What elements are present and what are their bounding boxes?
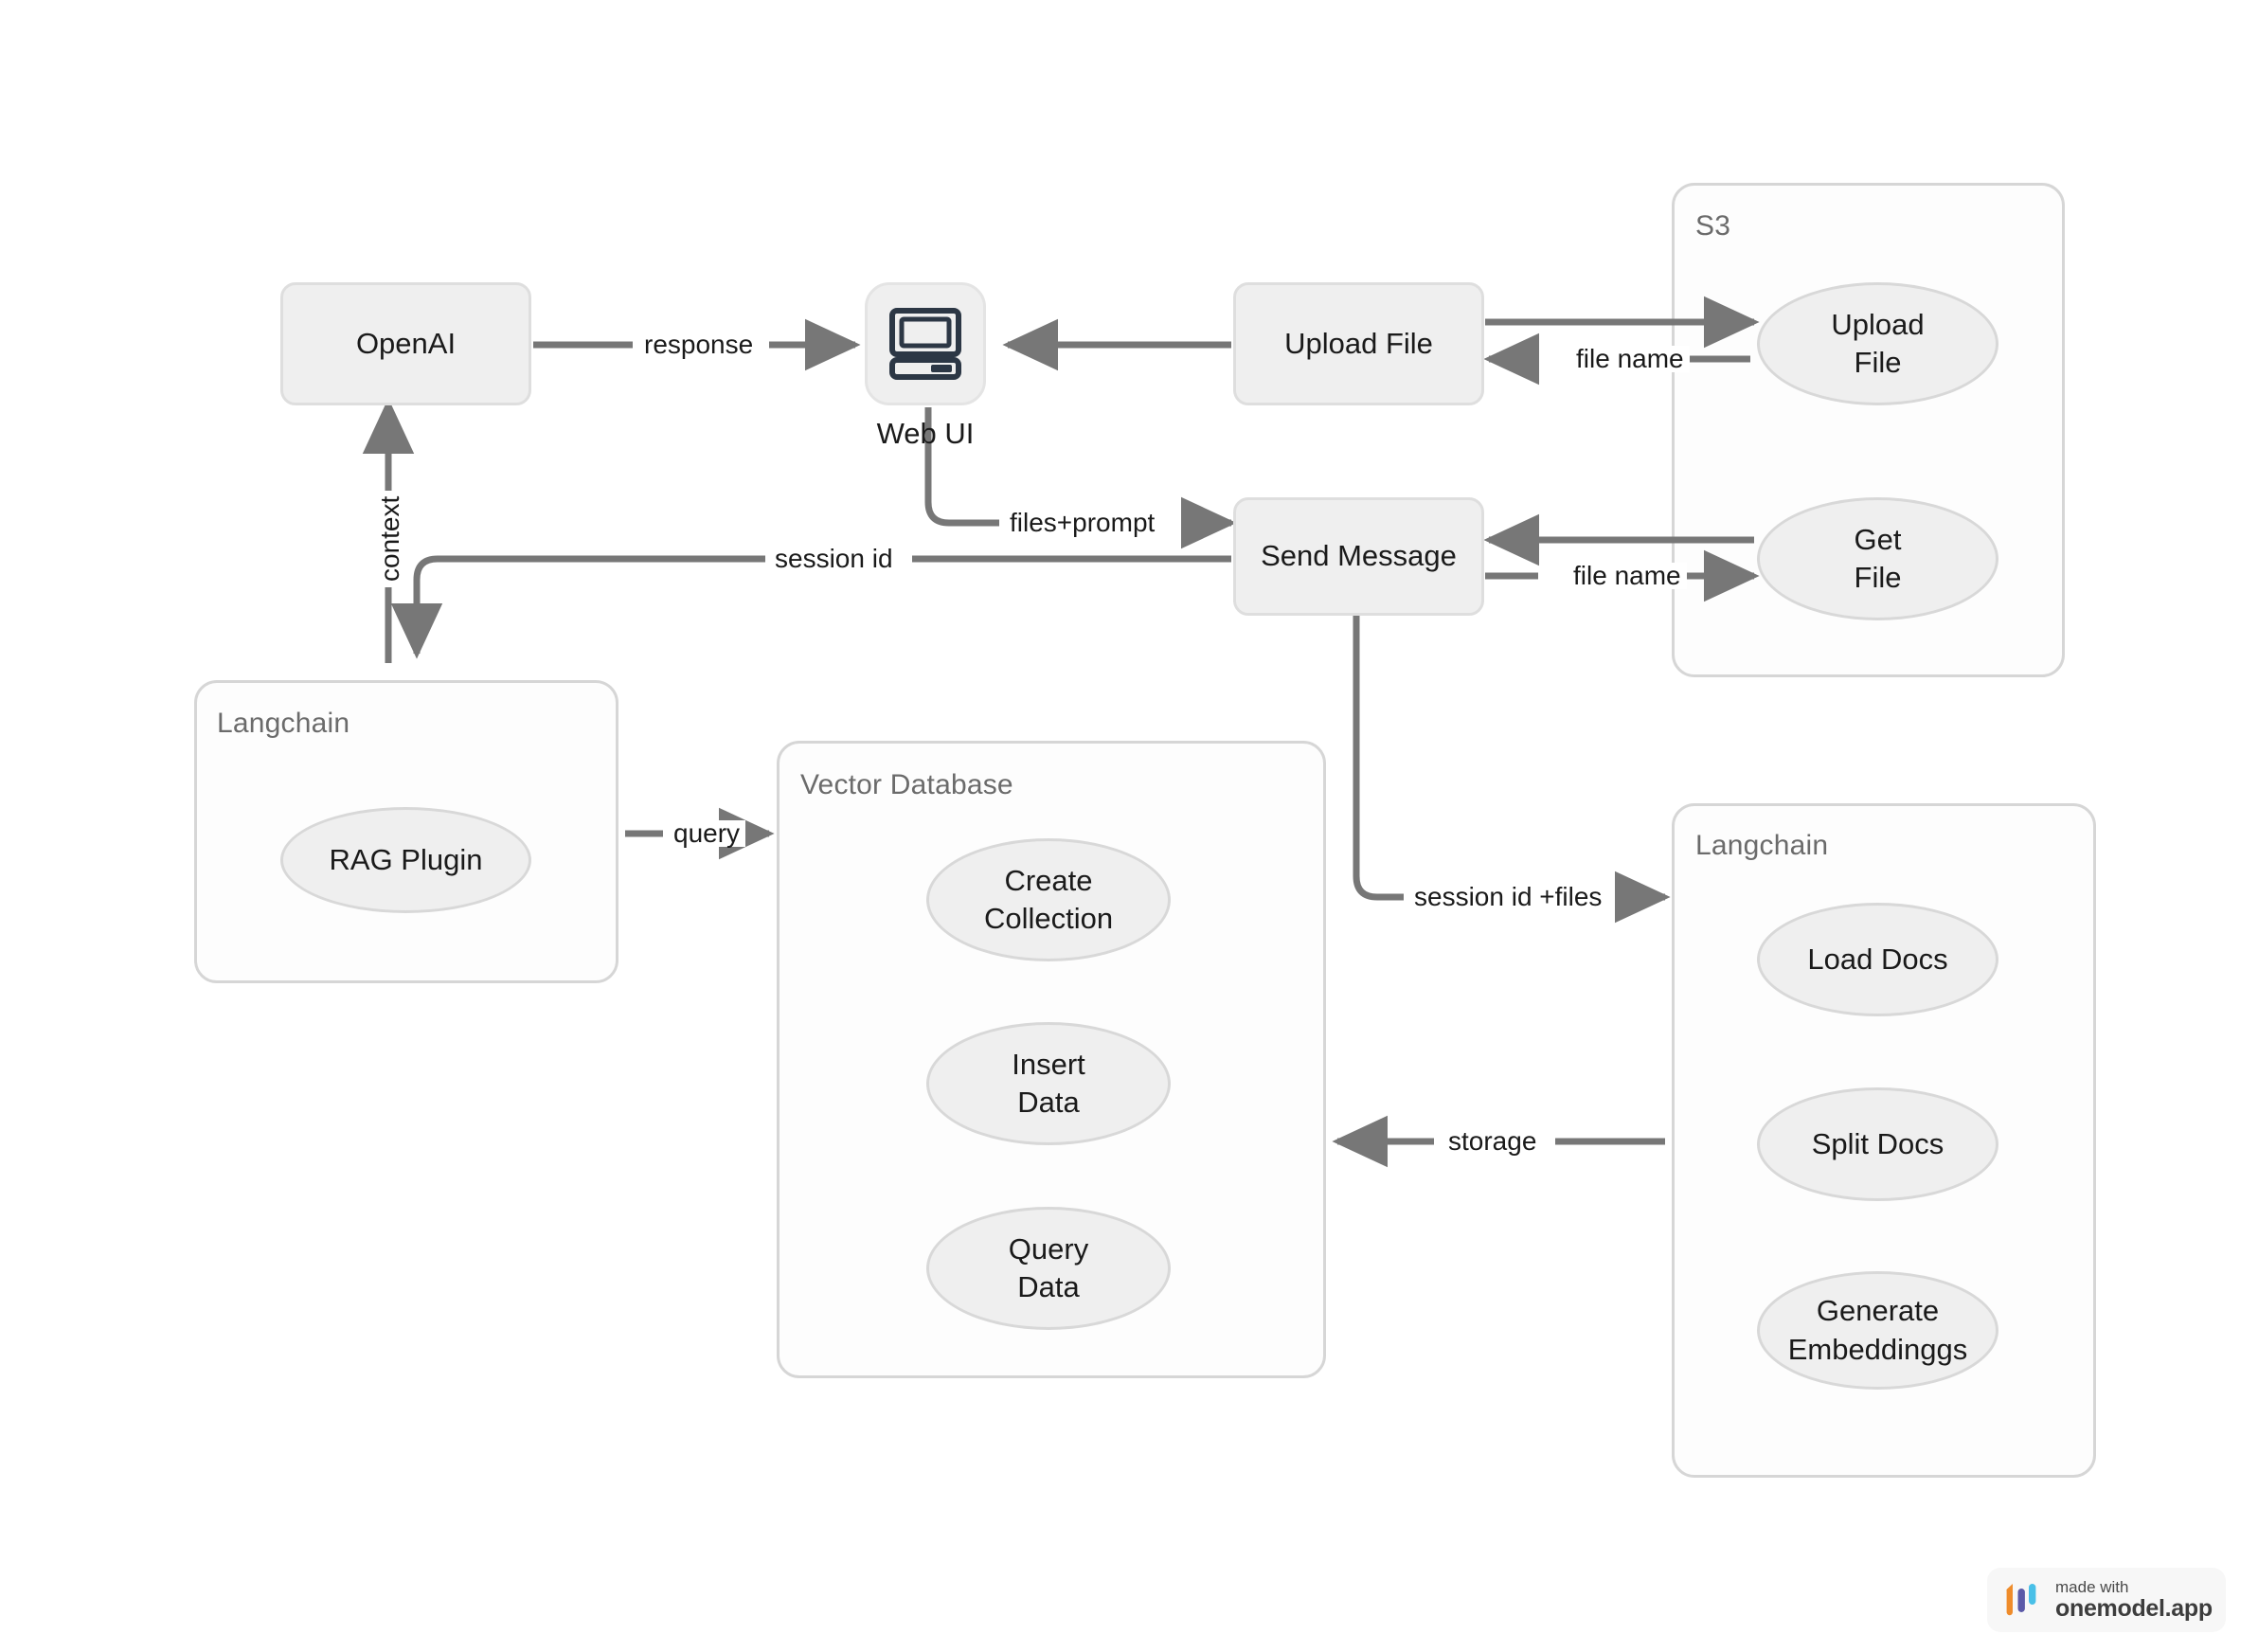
node-insert-data-line2: Data bbox=[1017, 1086, 1080, 1119]
edge-label-context: context bbox=[375, 490, 404, 587]
desktop-monitor-icon bbox=[889, 308, 961, 380]
edge-label-file-name-get: file name bbox=[1568, 563, 1687, 589]
node-generate-embeddings[interactable]: Generate Embeddinggs bbox=[1757, 1271, 1998, 1390]
node-s3-get-file-line1: Get bbox=[1854, 522, 1902, 556]
edge-label-query: query bbox=[668, 820, 746, 847]
edge-label-session-id: session id bbox=[769, 546, 899, 572]
group-vector-database-title: Vector Database bbox=[800, 769, 1013, 800]
node-query-data-line1: Query bbox=[1008, 1231, 1089, 1266]
node-query-data-line2: Data bbox=[1017, 1270, 1080, 1303]
node-insert-data-line1: Insert bbox=[1012, 1047, 1085, 1081]
node-upload-file-label: Upload File bbox=[1284, 326, 1433, 360]
watermark-onemodel[interactable]: made with onemodel.app bbox=[1987, 1568, 2226, 1632]
node-s3-upload-file[interactable]: Upload File bbox=[1757, 282, 1998, 405]
node-create-collection[interactable]: Create Collection bbox=[926, 838, 1171, 961]
node-split-docs-label: Split Docs bbox=[1811, 1126, 1944, 1160]
node-rag-plugin[interactable]: RAG Plugin bbox=[280, 807, 531, 913]
node-s3-upload-file-line1: Upload bbox=[1831, 307, 1925, 341]
node-openai-label: OpenAI bbox=[355, 326, 457, 360]
group-langchain-right-title: Langchain bbox=[1695, 830, 1829, 861]
node-insert-data[interactable]: Insert Data bbox=[926, 1022, 1171, 1145]
node-query-data[interactable]: Query Data bbox=[926, 1207, 1171, 1330]
edge-label-files-prompt: files+prompt bbox=[1004, 510, 1161, 536]
node-s3-get-file[interactable]: Get File bbox=[1757, 497, 1998, 620]
node-s3-get-file-line2: File bbox=[1854, 561, 1902, 594]
group-langchain-left-title: Langchain bbox=[217, 708, 350, 739]
node-split-docs[interactable]: Split Docs bbox=[1757, 1087, 1998, 1201]
node-load-docs-label: Load Docs bbox=[1807, 942, 1948, 976]
node-send-message-label: Send Message bbox=[1261, 539, 1457, 573]
edge-label-file-name-upload: file name bbox=[1570, 346, 1690, 372]
node-s3-upload-file-line2: File bbox=[1854, 346, 1902, 379]
node-openai[interactable]: OpenAI bbox=[280, 282, 531, 405]
node-rag-plugin-label: RAG Plugin bbox=[329, 842, 483, 876]
node-upload-file[interactable]: Upload File bbox=[1233, 282, 1484, 405]
node-generate-embeddings-line1: Generate bbox=[1816, 1294, 1940, 1328]
edge-label-storage: storage bbox=[1443, 1128, 1543, 1155]
group-s3-title: S3 bbox=[1695, 210, 1731, 242]
node-send-message[interactable]: Send Message bbox=[1233, 497, 1484, 616]
node-load-docs[interactable]: Load Docs bbox=[1757, 903, 1998, 1016]
onemodel-logo-icon bbox=[2006, 1584, 2036, 1616]
node-create-collection-line2: Collection bbox=[983, 902, 1114, 935]
node-generate-embeddings-line2: Embeddinggs bbox=[1787, 1332, 1968, 1366]
node-web-ui-caption: Web UI bbox=[876, 417, 975, 450]
watermark-text: made with onemodel.app bbox=[2055, 1579, 2213, 1621]
node-create-collection-line1: Create bbox=[1004, 863, 1093, 897]
node-web-ui[interactable] bbox=[865, 282, 986, 405]
edge-label-response: response bbox=[638, 332, 760, 358]
watermark-made-with: made with bbox=[2055, 1577, 2129, 1596]
watermark-brand: onemodel.app bbox=[2055, 1594, 2213, 1622]
edge-label-session-id-files: session id +files bbox=[1408, 884, 1608, 910]
